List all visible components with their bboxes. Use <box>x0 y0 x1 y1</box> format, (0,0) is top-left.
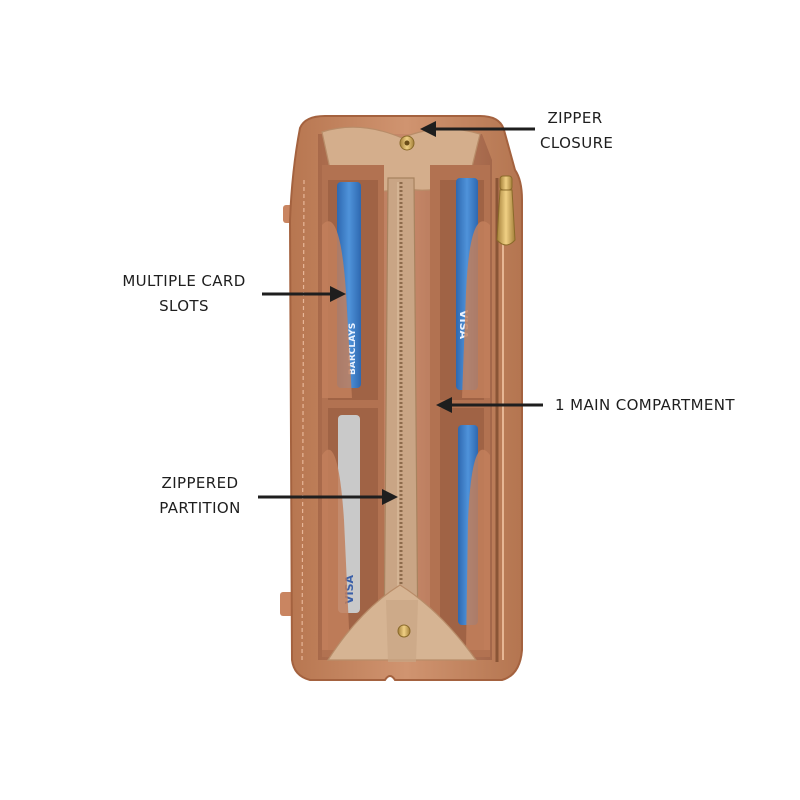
wallet: BARCLAYS VISA VISA <box>280 115 523 681</box>
arrow-main-compartment <box>436 397 543 413</box>
card-brand-text: BARCLAYS <box>348 323 358 375</box>
top-zipper-pull <box>399 135 415 151</box>
arrow-zipper-closure <box>420 121 535 137</box>
left-edge-stitching <box>301 179 305 663</box>
left-slot-pocket-front <box>322 221 352 398</box>
arrow-card-slots <box>262 286 346 302</box>
side-zipper-pull <box>496 175 516 246</box>
arrow-zippered-partition <box>258 489 398 505</box>
label-zipper-closure: ZIPPER CLOSURE <box>540 109 614 152</box>
label-main-compartment: 1 MAIN COMPARTMENT <box>555 396 735 414</box>
label-zippered-partition: ZIPPERED PARTITION <box>159 474 241 517</box>
right-slot-pocket-front <box>462 221 490 398</box>
partition-zipper-pull <box>397 624 411 638</box>
zippered-partition <box>383 177 419 656</box>
label-card-slots: MULTIPLE CARD SLOTS <box>122 272 246 315</box>
